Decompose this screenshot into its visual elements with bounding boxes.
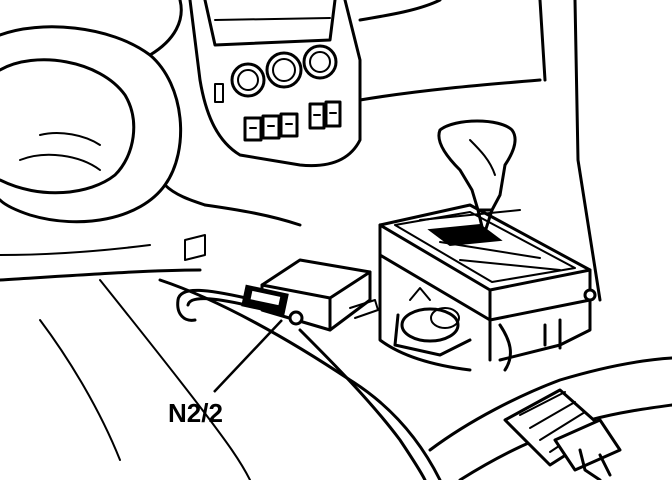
dashboard-outline (0, 0, 602, 302)
floor-tunnel (39, 278, 672, 480)
center-console-dash (188, 0, 362, 168)
control-module-n2-2 (176, 258, 379, 332)
harness-connector (503, 388, 622, 480)
vent-knob-center (265, 51, 303, 89)
callout-label-n2-2: N2/2 (168, 398, 223, 428)
shift-lever (437, 119, 517, 237)
callout-leader-line (213, 319, 283, 393)
steering-wheel (0, 0, 207, 224)
switch-row (243, 100, 342, 142)
vent-knob-right (302, 44, 338, 80)
vent-knob-left (230, 62, 266, 98)
gear-selector (378, 203, 597, 372)
